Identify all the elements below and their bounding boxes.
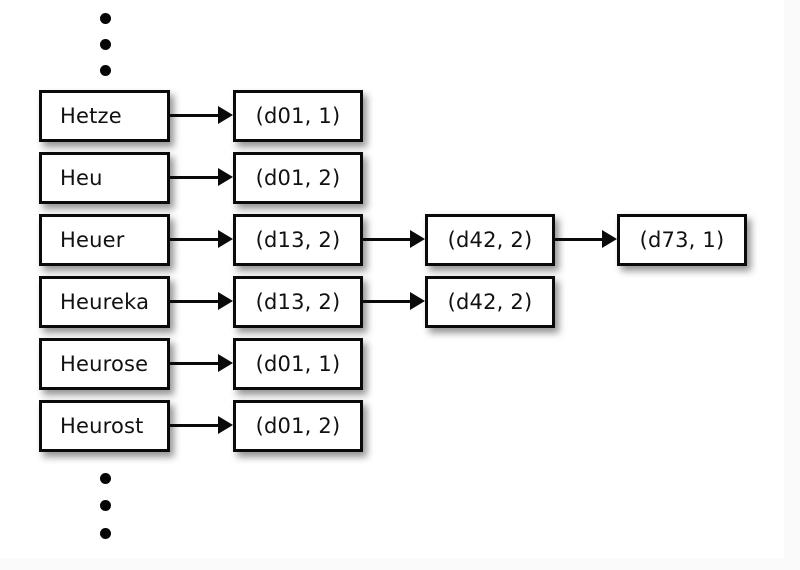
arrowhead-heurose-to-posting-5 — [218, 354, 233, 372]
posting-node-1[interactable]: (d01, 1) — [233, 90, 363, 142]
edge-heurost-to-posting-6 — [170, 424, 218, 427]
edge-posting-3-to-posting-7 — [363, 238, 410, 241]
arrowhead-posting-4-to-posting-8 — [410, 292, 425, 310]
posting-node-8[interactable]: (d42, 2) — [425, 276, 555, 328]
edge-hetze-to-posting-1 — [170, 114, 218, 117]
posting-node-6[interactable]: (d01, 2) — [233, 400, 363, 452]
edge-heu-to-posting-2 — [170, 176, 218, 179]
edge-heurose-to-posting-5 — [170, 362, 218, 365]
posting-node-4[interactable]: (d13, 2) — [233, 276, 363, 328]
ellipsis-bottom-dot-1 — [100, 473, 111, 484]
posting-node-3[interactable]: (d13, 2) — [233, 214, 363, 266]
posting-node-5[interactable]: (d01, 1) — [233, 338, 363, 390]
ellipsis-top-dot-1 — [100, 13, 111, 24]
term-node-heureka[interactable]: Heureka — [39, 276, 170, 328]
arrowhead-heuer-to-posting-3 — [218, 230, 233, 248]
term-node-heurost[interactable]: Heurost — [39, 400, 170, 452]
ellipsis-bottom-dot-2 — [100, 500, 111, 511]
term-node-heu[interactable]: Heu — [39, 152, 170, 204]
posting-node-9[interactable]: (d73, 1) — [617, 214, 747, 266]
ellipsis-top-dot-3 — [100, 65, 111, 76]
arrowhead-posting-7-to-posting-9 — [602, 230, 617, 248]
posting-node-7[interactable]: (d42, 2) — [425, 214, 555, 266]
arrowhead-heurost-to-posting-6 — [218, 416, 233, 434]
term-node-heurose[interactable]: Heurose — [39, 338, 170, 390]
arrowhead-heu-to-posting-2 — [218, 168, 233, 186]
ellipsis-bottom-dot-3 — [100, 528, 111, 539]
arrowhead-hetze-to-posting-1 — [218, 106, 233, 124]
arrowhead-heureka-to-posting-4 — [218, 292, 233, 310]
term-node-hetze[interactable]: Hetze — [39, 90, 170, 142]
ellipsis-top-dot-2 — [100, 39, 111, 50]
posting-node-2[interactable]: (d01, 2) — [233, 152, 363, 204]
term-node-heuer[interactable]: Heuer — [39, 214, 170, 266]
edge-posting-7-to-posting-9 — [555, 238, 602, 241]
edge-heuer-to-posting-3 — [170, 238, 218, 241]
arrowhead-posting-3-to-posting-7 — [410, 230, 425, 248]
diagram-canvas: Hetze Heu Heuer Heureka Heurose Heurost … — [39, 13, 747, 539]
edge-posting-4-to-posting-8 — [363, 300, 410, 303]
edge-heureka-to-posting-4 — [170, 300, 218, 303]
